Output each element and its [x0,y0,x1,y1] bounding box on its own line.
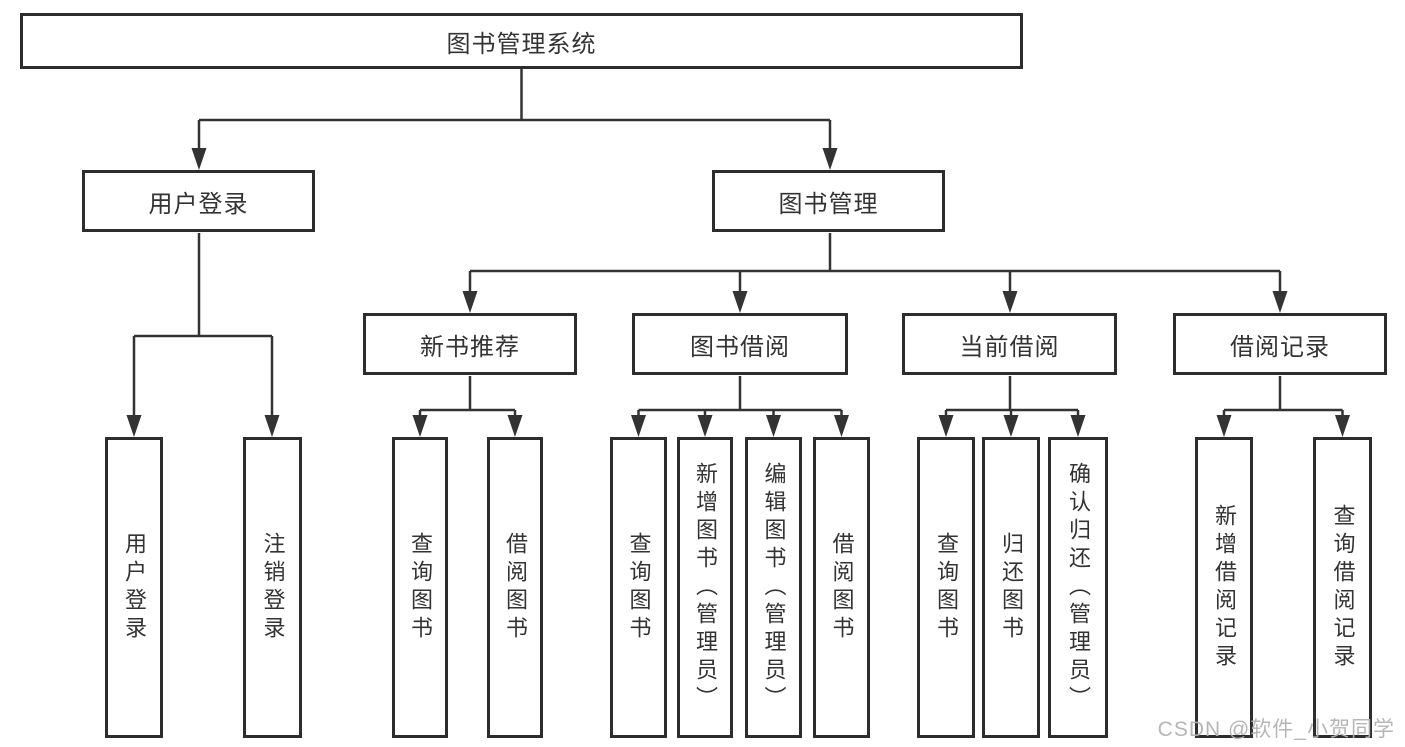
node-book-borrowing: 图书借阅 [632,313,848,375]
arrow-down-icon [766,415,781,437]
connector-root-to-level2 [197,68,832,160]
leaf-label: 新增图书（管理员） [693,461,718,714]
leaf-query-books-current: 查询图书 [917,437,975,738]
arrow-down-icon [631,415,646,437]
arrow-down-icon [1272,291,1288,313]
leaf-label: 用户登录 [122,531,147,644]
arrow-down-icon [462,291,478,313]
leaf-add-borrow-record: 新增借阅记录 [1195,437,1253,738]
node-new-book-recommend: 新书推荐 [363,313,577,375]
arrow-down-icon [1002,291,1018,313]
leaf-confirm-return-admin: 确认归还（管理员） [1048,437,1108,738]
arrow-down-icon [126,415,142,437]
leaf-label: 归还图书 [999,531,1024,644]
connector-login-to-leaves [132,233,274,427]
leaf-add-books-admin: 新增图书（管理员） [677,437,733,738]
connector-mgmt-to-modules [468,233,1282,303]
leaf-edit-books-admin: 编辑图书（管理员） [745,437,802,738]
leaf-label: 查询图书 [408,531,433,644]
leaf-return-books: 归还图书 [982,437,1040,738]
arrow-down-icon [697,415,713,437]
node-book-management: 图书管理 [712,170,945,232]
node-borrowing-records: 借阅记录 [1173,313,1387,375]
arrow-down-icon [938,415,954,437]
leaf-label: 查询借阅记录 [1330,503,1356,672]
arrow-down-icon [1216,415,1232,437]
leaf-borrow-books-recommend: 借阅图书 [487,437,543,738]
arrow-down-icon [822,148,838,170]
arrow-down-icon [1003,415,1019,437]
leaf-borrow-books-borrowing: 借阅图书 [813,437,870,738]
leaf-query-borrow-record: 查询借阅记录 [1313,437,1372,738]
node-label: 图书管理系统 [446,30,597,58]
csdn-watermark: CSDN @软件_小贺同学 [1157,718,1395,741]
leaf-label: 借阅图书 [829,531,855,644]
leaf-query-books-recommend: 查询图书 [392,437,448,738]
leaf-label: 新增借阅记录 [1212,503,1237,672]
leaf-label: 查询图书 [934,531,959,644]
arrow-down-icon [412,415,428,437]
arrow-down-icon [1070,415,1086,437]
arrowheads [126,148,1350,437]
node-library-system: 图书管理系统 [20,13,1023,69]
node-label: 借阅记录 [1230,333,1330,361]
connector-newrec-to-leaves [418,376,517,427]
leaf-user-login: 用户登录 [105,437,163,738]
leaf-logout: 注销登录 [243,437,302,738]
leaf-label: 借阅图书 [503,531,528,644]
connector-record-to-leaves [1222,376,1344,427]
arrow-down-icon [191,148,207,170]
arrow-down-icon [732,291,748,313]
node-label: 图书管理 [778,190,879,218]
leaf-query-books-borrowing: 查询图书 [610,437,667,738]
leaf-label: 查询图书 [626,531,652,644]
leaf-label: 确认归还（管理员） [1066,461,1091,714]
arrow-down-icon [264,415,280,437]
arrow-down-icon [834,415,849,437]
arrow-down-icon [1335,415,1350,437]
leaf-label: 编辑图书（管理员） [761,461,787,714]
node-user-login: 用户登录 [82,170,315,232]
node-current-borrowing: 当前借阅 [902,313,1117,375]
leaf-label: 注销登录 [260,531,286,644]
node-label: 新书推荐 [420,333,520,361]
node-label: 当前借阅 [959,333,1060,361]
arrow-down-icon [507,415,523,437]
node-label: 用户登录 [148,190,249,218]
connector-borrow-to-leaves [637,376,843,427]
node-label: 图书借阅 [690,333,790,361]
